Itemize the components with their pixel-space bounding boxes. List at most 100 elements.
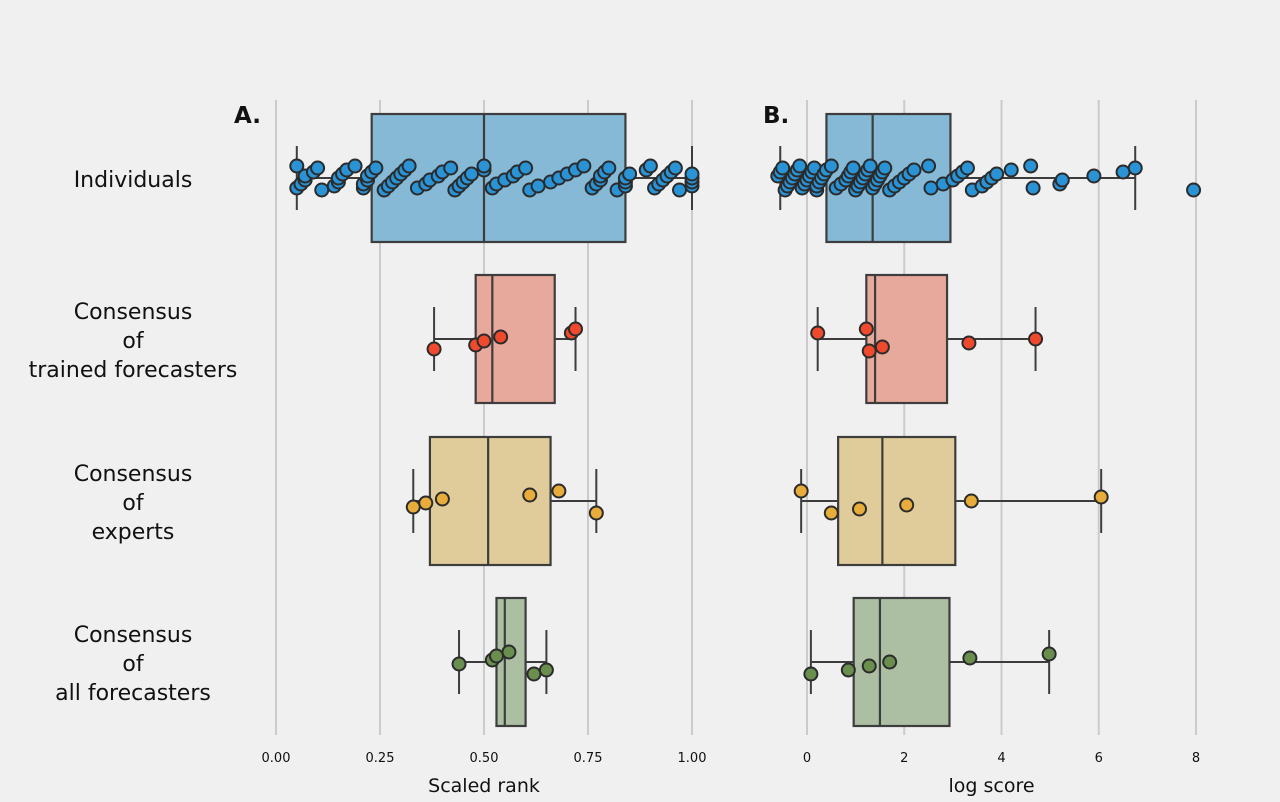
- box-group: [816, 273, 1037, 405]
- data-point: [792, 158, 808, 174]
- x-tick-label: 8: [1192, 751, 1200, 766]
- data-point: [823, 158, 839, 174]
- data-point: [921, 158, 937, 174]
- data-point: [1025, 180, 1041, 196]
- category-label-line: Consensus: [74, 462, 193, 487]
- x-tick-label: 0.00: [262, 751, 291, 766]
- data-point: [684, 166, 700, 182]
- data-point: [923, 180, 939, 196]
- x-tick-label: 1.00: [678, 751, 707, 766]
- box-group: [809, 596, 1051, 728]
- data-point: [858, 321, 874, 337]
- data-point: [434, 491, 450, 507]
- box-iqr: [837, 435, 957, 567]
- x-axis-label: log score: [948, 775, 1034, 797]
- data-point: [882, 654, 898, 670]
- category-label-line: of: [122, 329, 144, 354]
- data-point: [289, 158, 305, 174]
- data-point: [861, 658, 877, 674]
- category-label: Consensus of trained forecasters: [29, 300, 238, 383]
- data-point: [852, 501, 868, 517]
- data-point: [522, 487, 538, 503]
- data-point: [963, 493, 979, 509]
- data-point: [464, 166, 480, 182]
- data-point: [501, 644, 517, 660]
- data-point: [401, 158, 417, 174]
- data-point: [310, 160, 326, 176]
- category-label-line: of: [122, 652, 144, 677]
- data-point: [899, 497, 915, 513]
- data-point: [551, 483, 567, 499]
- data-point: [601, 160, 617, 176]
- data-point: [803, 666, 819, 682]
- data-point: [667, 160, 683, 176]
- panel-label: A.: [234, 103, 261, 129]
- data-point: [347, 158, 363, 174]
- data-point: [1003, 162, 1019, 178]
- data-point: [518, 160, 534, 176]
- data-point: [451, 656, 467, 672]
- x-tick-label: 0.75: [574, 751, 603, 766]
- category-label-line: trained forecasters: [29, 358, 238, 383]
- data-point: [1054, 172, 1070, 188]
- data-point: [861, 343, 877, 359]
- data-point: [823, 505, 839, 521]
- data-point: [840, 662, 856, 678]
- data-point: [314, 182, 330, 198]
- category-label: Consensus of all forecasters: [55, 623, 211, 706]
- data-point: [1186, 182, 1202, 198]
- data-point: [368, 160, 384, 176]
- data-point: [1093, 489, 1109, 505]
- data-point: [845, 160, 861, 176]
- data-point: [959, 160, 975, 176]
- data-point: [961, 335, 977, 351]
- data-point: [568, 321, 584, 337]
- x-tick-label: 0: [803, 751, 811, 766]
- data-point: [488, 648, 504, 664]
- category-label-line: all forecasters: [55, 681, 211, 706]
- data-point: [877, 160, 893, 176]
- data-point: [989, 166, 1005, 182]
- data-point: [418, 495, 434, 511]
- category-label-line: Consensus: [74, 623, 193, 648]
- category-label-line: experts: [92, 520, 175, 545]
- data-point: [405, 499, 421, 515]
- data-point: [622, 166, 638, 182]
- data-point: [642, 158, 658, 174]
- category-label: Individuals: [74, 168, 193, 193]
- data-point: [962, 650, 978, 666]
- data-point: [530, 178, 546, 194]
- data-point: [493, 329, 509, 345]
- data-point: [1028, 331, 1044, 347]
- data-point: [862, 158, 878, 174]
- data-point: [775, 160, 791, 176]
- x-tick-label: 0.50: [470, 751, 499, 766]
- category-label-line: Individuals: [74, 168, 193, 193]
- data-point: [906, 162, 922, 178]
- data-point: [588, 505, 604, 521]
- data-point: [526, 666, 542, 682]
- category-label-line: Consensus: [74, 300, 193, 325]
- data-point: [443, 160, 459, 176]
- data-point: [810, 325, 826, 341]
- data-point: [1041, 646, 1057, 662]
- box-group: [458, 596, 548, 728]
- data-point: [672, 182, 688, 198]
- data-point: [874, 339, 890, 355]
- x-tick-label: 6: [1095, 751, 1103, 766]
- data-point: [1115, 164, 1131, 180]
- x-axis-label: Scaled rank: [428, 775, 540, 797]
- data-point: [1086, 168, 1102, 184]
- data-point: [1023, 158, 1039, 174]
- panel-label: B.: [763, 103, 789, 129]
- box-iqr: [865, 273, 949, 405]
- x-tick-label: 2: [900, 751, 908, 766]
- data-point: [793, 483, 809, 499]
- x-tick-label: 0.25: [366, 751, 395, 766]
- data-point: [576, 158, 592, 174]
